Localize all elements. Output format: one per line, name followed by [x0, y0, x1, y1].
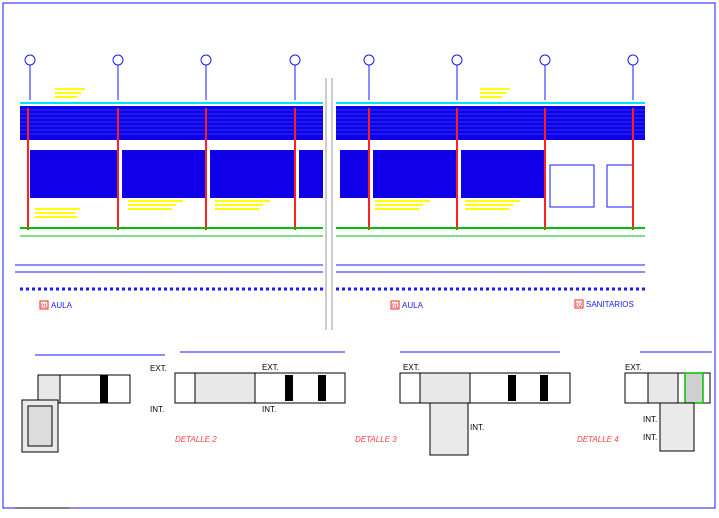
roof-band: [20, 106, 323, 140]
detail-3: EXT. INT. DETALLE 3: [355, 351, 571, 456]
int-label: INT.: [150, 405, 164, 414]
room-number: 02: [576, 303, 583, 309]
ext-label: EXT.: [625, 363, 642, 372]
detail-2: EXT. INT. DETALLE 2: [174, 351, 346, 444]
window-grid: [373, 150, 457, 198]
roof-band: [336, 106, 645, 140]
window-grid: [299, 150, 323, 198]
detail-1: EXT. INT.: [21, 354, 167, 453]
window-grid: [340, 150, 369, 198]
window-grid: [30, 150, 118, 198]
int-label: INT.: [262, 405, 276, 414]
ext-label: EXT.: [262, 363, 279, 372]
detail-title: DETALLE 4: [577, 435, 619, 444]
room-name: AULA: [51, 301, 73, 310]
room-name: AULA: [402, 301, 424, 310]
tile-wall: [606, 164, 634, 208]
window-grid: [461, 150, 545, 198]
tile-wall: [549, 164, 595, 208]
sheet-border: [2, 2, 716, 509]
ext-label: EXT.: [150, 364, 167, 373]
ext-label: EXT.: [403, 363, 420, 372]
int-label: INT.: [470, 423, 484, 432]
room-number: 01: [41, 304, 48, 310]
detail-4: EXT. INT. INT. DETALLE 4: [577, 351, 712, 452]
window-grid: [210, 150, 295, 198]
window-grid: [122, 150, 206, 198]
room-number: 01: [392, 304, 399, 310]
int-label: INT.: [643, 415, 657, 424]
room-label-aula-right: 01 AULA: [390, 300, 424, 310]
int-label: INT.: [643, 433, 657, 442]
elevation-right: [336, 88, 645, 291]
room-label-sanitarios: 02 SANITARIOS: [574, 299, 634, 309]
grid-axis-bubbles: [24, 54, 639, 100]
detail-title: DETALLE 3: [355, 435, 397, 444]
elevation-left: [15, 88, 323, 291]
room-name: SANITARIOS: [586, 300, 634, 309]
break-line: [325, 78, 333, 330]
detail-title: DETALLE 2: [175, 435, 217, 444]
room-label-aula-left: 01 AULA: [39, 300, 73, 310]
